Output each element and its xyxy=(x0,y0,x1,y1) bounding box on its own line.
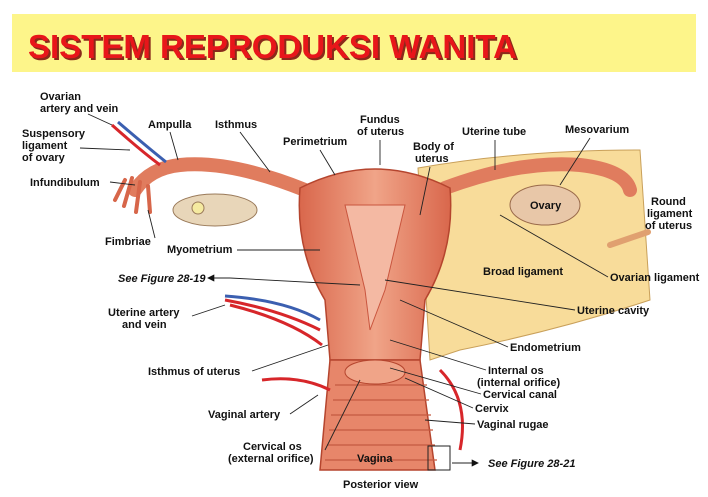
caption-posterior-view: Posterior view xyxy=(343,479,419,491)
label-ovarian-artery-2: artery and vein xyxy=(40,103,119,115)
label-uterine-artery-1: Uterine artery xyxy=(108,307,180,319)
label-ovarian-artery-1: Ovarian xyxy=(40,91,81,103)
label-suspensory-2: ligament xyxy=(22,140,68,152)
label-isthmus: Isthmus xyxy=(215,119,257,131)
cervix-shape xyxy=(345,360,405,384)
label-fimbriae: Fimbriae xyxy=(105,236,151,248)
label-fundus-2: of uterus xyxy=(357,126,404,138)
label-suspensory-1: Suspensory xyxy=(22,128,86,140)
label-round-ligament-3: of uterus xyxy=(645,220,692,232)
label-cervical-canal: Cervical canal xyxy=(483,389,557,401)
follicle-shape xyxy=(192,202,204,214)
label-fundus-1: Fundus xyxy=(360,114,400,126)
ovary-left-shape xyxy=(173,194,257,226)
label-broad-ligament: Broad ligament xyxy=(483,266,563,278)
label-body-uterus-2: uterus xyxy=(415,153,449,165)
label-isthmus-uterus: Isthmus of uterus xyxy=(148,366,240,378)
label-mesovarium: Mesovarium xyxy=(565,124,629,136)
label-body-uterus-1: Body of xyxy=(413,141,454,153)
label-myometrium: Myometrium xyxy=(167,244,233,256)
label-round-ligament-2: ligament xyxy=(647,208,693,220)
label-suspensory-3: of ovary xyxy=(22,152,66,164)
label-uterine-cavity: Uterine cavity xyxy=(577,305,650,317)
page-title: SISTEM REPRODUKSI WANITA xyxy=(28,28,517,65)
label-infundibulum: Infundibulum xyxy=(30,177,100,189)
label-endometrium: Endometrium xyxy=(510,342,581,354)
label-internal-os-2: (internal orifice) xyxy=(477,377,560,389)
label-cervical-os-1: Cervical os xyxy=(243,441,302,453)
label-see-figure-28-21: See Figure 28-21 xyxy=(488,458,575,470)
label-uterine-artery-2: and vein xyxy=(122,319,167,331)
label-vaginal-rugae: Vaginal rugae xyxy=(477,419,549,431)
label-uterine-tube: Uterine tube xyxy=(462,126,526,138)
label-vaginal-artery: Vaginal artery xyxy=(208,409,281,421)
label-perimetrium: Perimetrium xyxy=(283,136,347,148)
label-ovarian-ligament: Ovarian ligament xyxy=(610,272,700,284)
label-ampulla: Ampulla xyxy=(148,119,192,131)
title-banner: SISTEM REPRODUKSI WANITA SISTEM REPRODUK… xyxy=(12,14,696,72)
reproductive-diagram: Ovarian artery and vein Suspensory ligam… xyxy=(0,72,708,492)
label-internal-os-1: Internal os xyxy=(488,365,544,377)
ovarian-vessels-shape xyxy=(112,125,160,165)
label-cervix: Cervix xyxy=(475,403,510,415)
uterine-artery-shape xyxy=(225,300,322,345)
label-round-ligament-1: Round xyxy=(651,196,686,208)
label-see-figure-28-19: See Figure 28-19 xyxy=(118,273,206,285)
label-vagina: Vagina xyxy=(357,453,393,465)
label-cervical-os-2: (external orifice) xyxy=(228,453,314,465)
uterine-tube-left-shape xyxy=(135,164,305,190)
label-ovary: Ovary xyxy=(530,200,562,212)
